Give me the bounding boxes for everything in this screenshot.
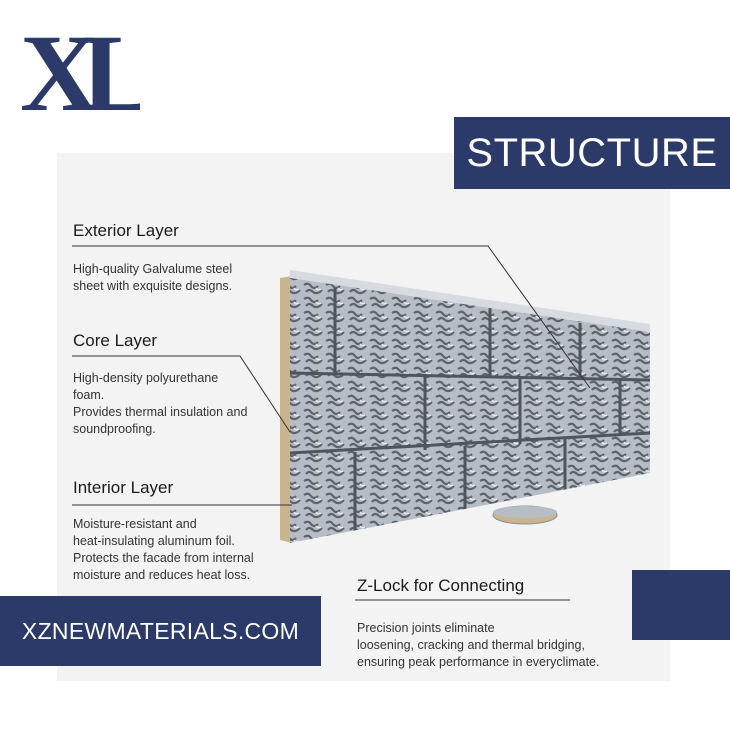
accent-block <box>632 570 730 640</box>
xl-logo-icon: XL <box>20 22 140 122</box>
exterior-heading: Exterior Layer <box>73 221 179 240</box>
core-heading: Core Layer <box>73 331 158 350</box>
interior-heading: Interior Layer <box>73 478 174 497</box>
website-url: XZNEWMATERIALS.COM <box>0 596 321 666</box>
interior-description: Moisture-resistant and heat-insulating a… <box>73 517 254 582</box>
zlock-description: Precision joints eliminate loosening, cr… <box>357 621 600 669</box>
exterior-description: High-quality Galvalume steel sheet with … <box>73 262 233 293</box>
structure-banner: STRUCTURE <box>454 117 730 189</box>
logo-text: XL <box>20 22 140 122</box>
zlock-heading: Z-Lock for Connecting <box>357 576 525 595</box>
core-description: High-density polyurethane foam. Provides… <box>73 371 248 436</box>
wall-panel-image <box>280 270 650 543</box>
